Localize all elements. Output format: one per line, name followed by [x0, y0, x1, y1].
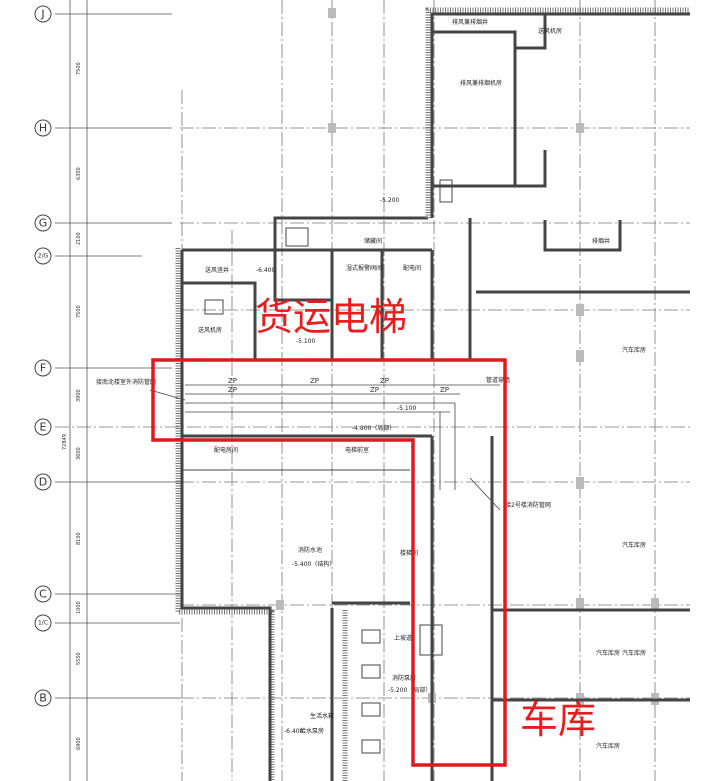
svg-text:上坡道: 上坡道: [394, 634, 412, 642]
svg-text:送风竖井: 送风竖井: [205, 266, 229, 274]
pipe-label-zp: ZP: [380, 377, 389, 385]
svg-text:-5.100: -5.100: [397, 405, 417, 412]
svg-text:-5.200（局部）: -5.200（局部）: [388, 686, 431, 694]
annotation-freight-elevator: 货运电梯: [255, 295, 407, 339]
note-right-pipe: 接2号楼消防管网: [505, 501, 551, 509]
svg-text:J: J: [40, 8, 44, 21]
svg-text:排风兼排烟机房: 排风兼排烟机房: [460, 79, 502, 87]
svg-text:7500: 7500: [76, 305, 82, 318]
svg-text:-5.100: -5.100: [296, 338, 316, 345]
svg-text:-6.400: -6.400: [256, 267, 276, 274]
annotation-garage: 车库: [520, 698, 596, 742]
svg-text:3900: 3900: [76, 389, 82, 402]
svg-text:E: E: [40, 421, 47, 434]
svg-text:-5.400（结构）: -5.400（结构）: [292, 560, 335, 568]
walls: [175, 7, 690, 781]
svg-text:8100: 8100: [76, 532, 82, 545]
svg-text:-4.800（局部）: -4.800（局部）: [352, 424, 395, 432]
svg-text:6900: 6900: [76, 737, 82, 750]
svg-text:5500: 5500: [76, 652, 82, 665]
svg-text:3600: 3600: [76, 447, 82, 460]
svg-text:汽车库房: 汽车库房: [596, 649, 620, 657]
svg-text:湿式报警阀间: 湿式报警阀间: [346, 264, 382, 272]
svg-text:配电房间: 配电房间: [214, 446, 238, 454]
svg-text:72849: 72849: [62, 434, 68, 450]
room-labels: 排风兼排烟井 排风兼排烟机房 送风机房 排烟井 送风竖井 送风机房 湿式报警阀间…: [198, 18, 646, 750]
svg-text:排风兼排烟井: 排风兼排烟井: [452, 18, 488, 26]
pipe-label-zp: ZP: [440, 386, 449, 394]
svg-text:送风机房: 送风机房: [198, 326, 222, 334]
note-left-pipe: 接南北楼室外消防管网: [96, 378, 156, 386]
pipe-label-zp: ZP: [228, 377, 237, 385]
pipe-label-zp: ZP: [310, 377, 319, 385]
svg-text:F: F: [40, 362, 46, 375]
svg-text:汽车库房: 汽车库房: [622, 649, 646, 657]
svg-text:1000: 1000: [76, 601, 82, 614]
svg-text:2/G: 2/G: [38, 253, 49, 260]
dimension-labels: 7500 6300 2100 7500 3900 3600 8100 1000 …: [62, 62, 82, 750]
svg-text:汽车库房: 汽车库房: [596, 742, 620, 750]
svg-text:消防水池: 消防水池: [298, 546, 322, 554]
svg-text:B: B: [39, 692, 47, 705]
highlight-outline: [151, 358, 507, 767]
pipe-lines: ZP ZP ZP ZP ZP ZP: [149, 377, 501, 511]
svg-text:-6.400: -6.400: [284, 728, 304, 735]
svg-text:配电间: 配电间: [403, 264, 421, 272]
svg-text:H: H: [39, 122, 47, 135]
svg-text:汽车库房: 汽车库房: [622, 541, 646, 549]
svg-text:楼梯间: 楼梯间: [400, 549, 418, 557]
svg-text:消防泵房: 消防泵房: [392, 674, 416, 682]
svg-text:7500: 7500: [76, 62, 82, 75]
svg-text:汽车库房: 汽车库房: [622, 346, 646, 354]
svg-text:2100: 2100: [76, 232, 82, 245]
svg-text:电梯前室: 电梯前室: [345, 446, 369, 454]
svg-text:储藏间: 储藏间: [364, 237, 382, 245]
svg-text:送风机房: 送风机房: [538, 27, 562, 35]
svg-text:-5.200: -5.200: [380, 197, 400, 204]
svg-text:排烟井: 排烟井: [592, 237, 610, 245]
svg-text:1/C: 1/C: [38, 620, 48, 627]
note-pipe-top: 管道穿墙: [486, 376, 510, 384]
svg-text:D: D: [39, 476, 47, 489]
axis-bubbles: J H G 2/G F E D C 1/C B: [34, 5, 52, 707]
svg-text:6300: 6300: [76, 167, 82, 180]
svg-text:给水泵房: 给水泵房: [300, 727, 324, 735]
pipe-label-zp: ZP: [370, 386, 379, 394]
svg-text:C: C: [39, 588, 47, 601]
svg-text:生活水箱: 生活水箱: [310, 712, 334, 720]
svg-text:G: G: [39, 217, 48, 230]
pipe-label-zp: ZP: [228, 386, 237, 394]
